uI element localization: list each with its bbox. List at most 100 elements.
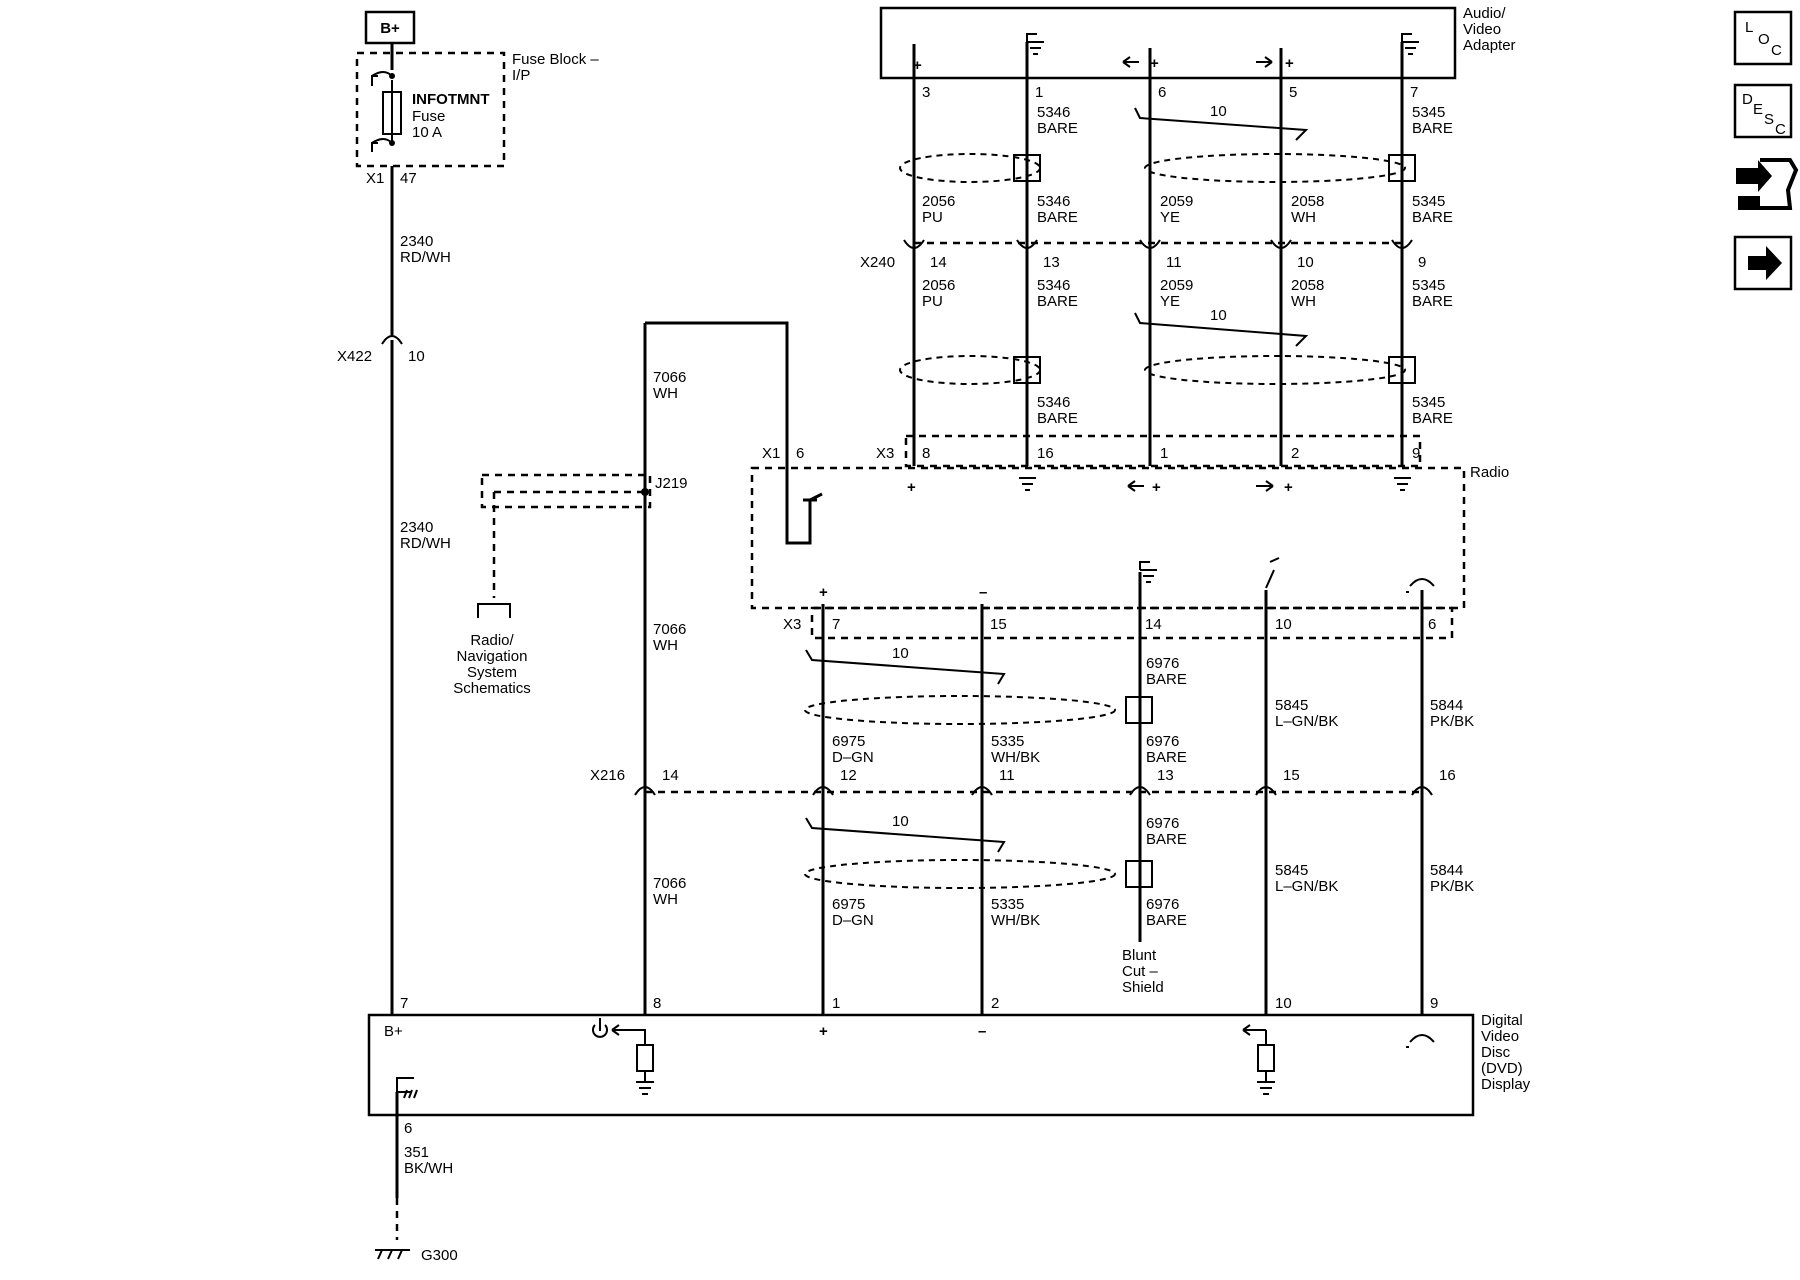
twisted-pair-marker <box>1134 312 1309 347</box>
arrow-right-icon <box>1748 246 1782 280</box>
svg-text:–: – <box>978 1023 986 1040</box>
right-arrow-icon <box>1256 480 1274 492</box>
adapter-pin: 7 <box>1410 84 1418 101</box>
radio-pin: 1 <box>1160 445 1168 462</box>
location-button[interactable]: L O C <box>1733 10 1793 66</box>
description-button[interactable]: D E S C <box>1733 83 1793 139</box>
svg-text:+: + <box>1150 55 1159 72</box>
ground-pin: 6 <box>404 1120 412 1137</box>
pulldown-resistor <box>1257 1044 1275 1072</box>
chassis-ground-symbol <box>396 1077 414 1093</box>
connector-end-view-icon[interactable] <box>1736 158 1799 210</box>
ground-symbol <box>1401 33 1419 55</box>
left-arrow-icon <box>1242 1024 1267 1045</box>
svg-text:C: C <box>1771 42 1782 59</box>
drain-wire-box <box>1013 356 1041 384</box>
svg-text:+: + <box>907 479 916 496</box>
fuse-connector: X1 <box>366 170 384 187</box>
shield-loop <box>1144 153 1406 183</box>
shield-loop <box>804 859 1116 889</box>
right-arrow-icon <box>1256 56 1273 68</box>
dvd-display-box <box>367 1013 1475 1117</box>
twist-label: 10 <box>1210 307 1227 324</box>
svg-text:+: + <box>819 1023 828 1040</box>
j219-label: J219 <box>655 475 688 492</box>
svg-text:S: S <box>1764 111 1774 128</box>
cross-ref-bracket <box>477 603 511 618</box>
x240-pin: 13 <box>1043 254 1060 271</box>
radio-pin: 2 <box>1291 445 1299 462</box>
x216-label: X216 <box>590 767 625 784</box>
shield-loop <box>899 153 1041 183</box>
x216-pin: 14 <box>662 767 679 784</box>
twist-label: 10 <box>892 645 909 662</box>
x1-label: X1 <box>762 445 780 462</box>
power-icon <box>592 1018 608 1038</box>
x240-pin: 9 <box>1418 254 1426 271</box>
drain-wire-box <box>1388 154 1416 182</box>
ground-g300-symbol <box>375 1249 410 1260</box>
x216-pin: 11 <box>999 767 1015 784</box>
drain-wire-box <box>1125 696 1153 724</box>
x3-top-label: X3 <box>876 445 894 462</box>
radio-pin: 7 <box>832 616 840 633</box>
x240-pin: 10 <box>1297 254 1314 271</box>
adapter-pin: 3 <box>922 84 930 101</box>
svg-text:–: – <box>979 584 987 601</box>
ground-name: G300 <box>421 1247 458 1264</box>
radio-pin: 10 <box>1275 616 1292 633</box>
twist-label: 10 <box>892 813 909 830</box>
plus-symbol: + <box>913 57 922 74</box>
svg-text:C: C <box>1775 121 1786 138</box>
x422-pin: 10 <box>408 348 425 365</box>
fuse-terminal <box>389 73 395 79</box>
bplus-box <box>364 10 416 45</box>
ground-symbol <box>1394 477 1411 491</box>
dvd-pin: 10 <box>1275 995 1292 1012</box>
svg-text:+: + <box>1284 479 1293 496</box>
twisted-pair-marker <box>1134 107 1309 141</box>
audio-video-adapter-box <box>879 6 1457 80</box>
x422-label: X422 <box>337 348 372 365</box>
fuse-block-label: Fuse Block –I/P <box>512 51 599 84</box>
drain-wire-box <box>1125 860 1153 888</box>
dvd-pin: 1 <box>832 995 840 1012</box>
x216-terminals <box>634 786 1433 796</box>
x422-connector-symbol <box>381 335 403 345</box>
svg-text:E: E <box>1753 101 1763 118</box>
radio-pin: 15 <box>990 616 1007 633</box>
drain-wire-box <box>1388 356 1416 384</box>
ground-symbol <box>636 1071 654 1095</box>
radio-pin: 16 <box>1037 445 1054 462</box>
ground-symbol <box>1257 1071 1275 1095</box>
adapter-pin: 6 <box>1158 84 1166 101</box>
next-arrow-button[interactable] <box>1733 235 1793 291</box>
